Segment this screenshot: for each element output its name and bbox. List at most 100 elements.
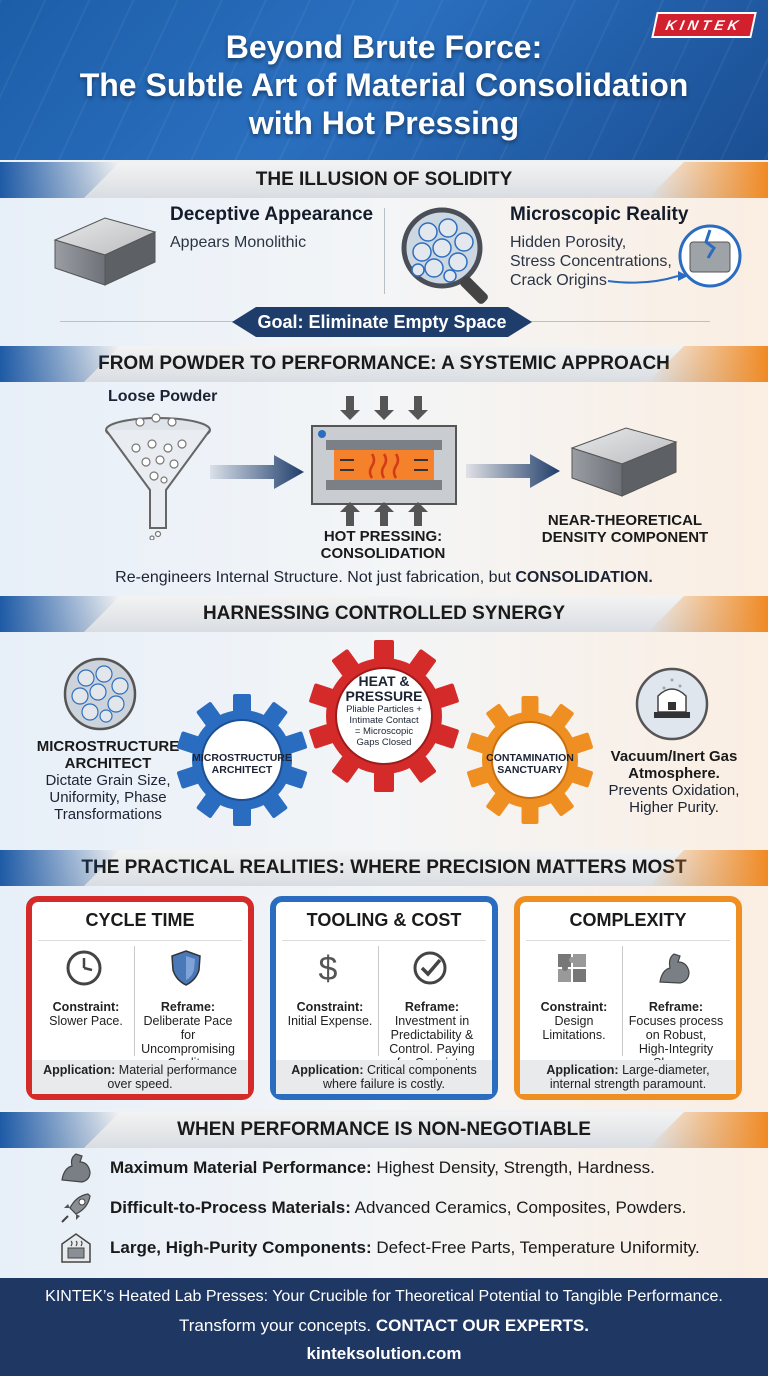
performance-row-3: Large, High-Purity Components: Defect-Fr… <box>110 1238 700 1258</box>
constraint-text: Initial Expense. <box>287 1014 373 1028</box>
result-label: NEAR-THEORETICAL DENSITY COMPONENT <box>540 512 710 546</box>
reframe-line: Investment in <box>394 1014 470 1028</box>
checkmark-icon <box>413 951 447 985</box>
goal-badge: Goal: Eliminate Empty Space <box>232 307 532 337</box>
furnace-icon <box>61 1233 91 1263</box>
microscopic-reality-line-2: Stress Concentrations, <box>510 253 672 270</box>
microscopic-reality-line-1: Hidden Porosity, <box>510 234 627 251</box>
constraint-column: Constraint:Initial Expense. <box>280 1000 380 1028</box>
application-line: Large-diameter, <box>622 1063 710 1077</box>
dense-block-icon <box>570 427 678 497</box>
svg-text:$: $ <box>319 950 338 988</box>
reframe-line: Focuses process <box>628 1014 724 1028</box>
application-label: Application: <box>546 1063 619 1077</box>
gear-blue-label-1: MICROSTRUCTURE <box>192 752 292 764</box>
application-strip: Application: Large-diameter,internal str… <box>520 1060 736 1094</box>
application-line: Material performance <box>118 1063 237 1077</box>
title-line-1: Beyond Brute Force: <box>225 29 543 65</box>
reframe-line: Deliberate Pace for <box>143 1014 233 1042</box>
gear-orange-label-1: CONTAMINATION <box>486 752 574 764</box>
reframe-line: on Robust, <box>645 1028 707 1042</box>
microstructure-line-3: Transformations <box>54 806 162 823</box>
contact-experts-link[interactable]: CONTACT OUR EXPERTS. <box>375 1316 589 1335</box>
card-title: CYCLE TIME <box>85 910 195 930</box>
performance-row-2: Difficult-to-Process Materials: Advanced… <box>110 1198 686 1218</box>
section-heading-solidity: THE ILLUSION OF SOLIDITY <box>0 162 768 198</box>
performance-row-1-title: Maximum Material Performance: <box>110 1158 372 1177</box>
flexed-arm-icon <box>659 953 690 984</box>
hot-press-icon <box>311 396 457 526</box>
footer: KINTEK’s Heated Lab Presses: Your Crucib… <box>0 1278 768 1376</box>
reality-card: COMPLEXITY Constraint:Design Limitations… <box>514 896 742 1100</box>
reframe-label: Reframe: <box>404 1000 460 1014</box>
atmosphere-title-2: Atmosphere. <box>628 765 720 782</box>
gear-tooth <box>521 804 539 824</box>
gear-tooth <box>309 683 334 708</box>
process-summary-bold: CONSOLIDATION. <box>515 569 653 586</box>
loose-powder-label: Loose Powder <box>108 388 218 405</box>
footer-url[interactable]: kinteksolution.com <box>306 1344 462 1363</box>
gear-tooth <box>233 694 251 714</box>
brand-logo[interactable]: KINTEK <box>651 12 757 38</box>
atmosphere-line-2: Higher Purity. <box>629 799 719 816</box>
muscle-arm-icon <box>61 1153 91 1183</box>
footer-tagline: KINTEK’s Heated Lab Presses: Your Crucib… <box>45 1288 723 1305</box>
performance-row-3-title: Large, High-Purity Components: <box>110 1238 372 1257</box>
gear-tooth <box>521 696 539 716</box>
dollar-icon: $ <box>319 950 338 988</box>
hot-pressing-label-1: HOT PRESSING: <box>323 528 443 545</box>
reframe-line: High-Integrity <box>638 1042 714 1056</box>
performance-panel <box>0 1148 768 1278</box>
hot-pressing-label: HOT PRESSING: CONSOLIDATION <box>300 528 466 562</box>
card-divider <box>134 946 135 1056</box>
performance-row-3-text: Defect-Free Parts, Temperature Uniformit… <box>371 1238 700 1257</box>
constraint-column: Constraint:Slower Pace. <box>36 1000 136 1028</box>
shield-icon <box>171 950 201 986</box>
performance-row-1-text: Highest Density, Strength, Hardness. <box>371 1158 655 1177</box>
reframe-label: Reframe: <box>160 1000 216 1014</box>
arrow-right-icon <box>210 455 304 489</box>
gear-red-icon <box>309 640 459 792</box>
gear-tooth <box>434 683 459 708</box>
gear-tooth <box>309 724 334 749</box>
microscopic-reality-title: Microscopic Reality <box>510 204 689 225</box>
deceptive-appearance-text: Appears Monolithic <box>170 234 307 251</box>
gear-red-line-2: Intimate Contact <box>349 715 419 726</box>
gear-blue-icon <box>176 694 308 826</box>
hot-pressing-label-2: CONSOLIDATION <box>320 545 446 562</box>
card-title: COMPLEXITY <box>569 910 687 930</box>
application-label: Application: <box>291 1063 364 1077</box>
gear-blue-label-2: ARCHITECT <box>211 764 273 776</box>
card-divider <box>622 946 623 1056</box>
footer-cta: Transform your concepts. CONTACT OUR EXP… <box>0 1316 768 1336</box>
gear-tooth <box>434 724 459 749</box>
clock-icon <box>66 950 102 986</box>
atmosphere-line-1: Prevents Oxidation, <box>608 782 740 799</box>
application-line: Critical components <box>366 1063 477 1077</box>
result-label-1: NEAR-THEORETICAL <box>547 512 703 529</box>
atmosphere-description: Vacuum/Inert Gas Atmosphere. Prevents Ox… <box>596 748 752 816</box>
gear-orange-label-2: SANCTUARY <box>497 764 563 776</box>
reframe-line: Predictability & <box>390 1028 474 1042</box>
application-label: Application: <box>43 1063 116 1077</box>
result-label-2: DENSITY COMPONENT <box>541 529 709 546</box>
microstructure-title-2: ARCHITECT <box>64 755 152 772</box>
constraint-label: Constraint: <box>52 1000 120 1014</box>
arrow-right-icon <box>466 454 560 488</box>
reframe-label: Reframe: <box>648 1000 704 1014</box>
section-heading-realities: THE PRACTICAL REALITIES: WHERE PRECISION… <box>0 850 768 886</box>
title-line-3: with Hot Pressing <box>248 105 520 141</box>
microstructure-title-1: MICROSTRUCTURE <box>36 738 180 755</box>
card-title: TOOLING & COST <box>306 910 462 930</box>
gear-blue-label: MICROSTRUCTURE ARCHITECT <box>190 752 294 776</box>
powder-funnel-icon <box>105 413 211 540</box>
microstructure-line-1: Dictate Grain Size, <box>45 772 171 789</box>
constraint-column: Constraint:Design Limitations. <box>524 1000 624 1042</box>
application-line: internal strength paramount. <box>549 1077 707 1091</box>
constraint-text: Slower Pace. <box>49 1014 123 1028</box>
puzzle-icon <box>558 954 586 982</box>
gear-orange-icon <box>467 696 593 824</box>
